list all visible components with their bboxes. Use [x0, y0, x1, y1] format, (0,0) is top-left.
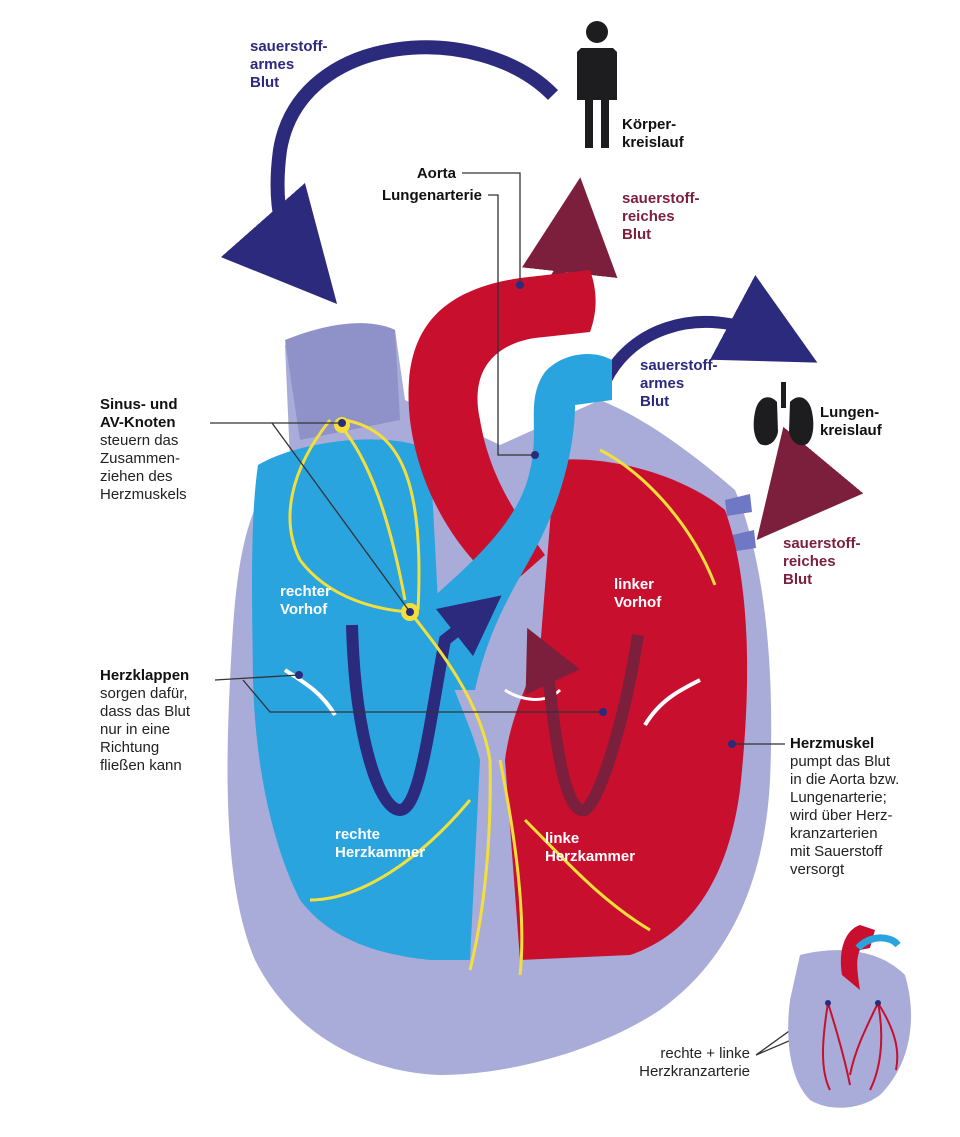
- label-line: kranzarterien: [790, 825, 878, 842]
- label-line: Herzmuskels: [100, 486, 187, 503]
- label-line: armes: [250, 56, 295, 73]
- label-valves: Herzklappen sorgen dafür, dass das Blut …: [100, 667, 190, 775]
- label-line: Blut: [622, 226, 652, 243]
- label-line: sauerstoff-: [783, 535, 861, 552]
- right-flow-arrow: [346, 595, 502, 817]
- leader-dots: [295, 281, 736, 748]
- label-body-poor-blood: sauerstoff- armes Blut: [250, 38, 328, 92]
- label-line: Lungen-: [820, 404, 880, 421]
- label-line: armes: [640, 375, 685, 392]
- label-lung-circuit: Lungen- kreislauf: [820, 404, 882, 440]
- label-line: Vorhof: [280, 601, 328, 618]
- lungs-icon: [753, 382, 814, 446]
- label-line: fließen kann: [100, 757, 182, 774]
- label-line: sauerstoff-: [250, 38, 328, 55]
- label-line: Vorhof: [614, 594, 662, 611]
- label-lung-rich-blood: sauerstoff- reiches Blut: [783, 535, 861, 589]
- label-line: reiches: [622, 208, 675, 225]
- label-line: sauerstoff-: [622, 190, 700, 207]
- label-line: linker: [614, 576, 655, 593]
- label-line: mit Sauerstoff: [790, 843, 883, 860]
- label-line: sorgen dafür,: [100, 685, 188, 702]
- label-line: Herzkranzarterie: [639, 1063, 750, 1080]
- label-line: ziehen des: [100, 468, 173, 485]
- label-line: rechte + linke: [660, 1045, 750, 1062]
- label-line: Blut: [250, 74, 280, 91]
- label-body-circuit: Körper- kreislauf: [622, 116, 684, 152]
- label-line: reiches: [783, 553, 836, 570]
- person-icon: [577, 21, 617, 148]
- label-aorta: Aorta: [416, 165, 456, 182]
- label-right-ventricle: rechte Herzkammer: [335, 826, 425, 862]
- label-line: linke: [545, 830, 580, 847]
- label-line: dass das Blut: [100, 703, 191, 720]
- label-left-ventricle: linke Herzkammer: [545, 830, 635, 866]
- label-line: in die Aorta bzw.: [790, 771, 900, 788]
- label-line: versorgt: [790, 861, 845, 878]
- label-right-atrium: rechter Vorhof: [280, 583, 331, 619]
- label-lung-poor-blood: sauerstoff- armes Blut: [640, 357, 718, 411]
- label-line: sauerstoff-: [640, 357, 718, 374]
- label-heart-muscle: Herzmuskel pumpt das Blut in die Aorta b…: [790, 735, 899, 879]
- conduction-system: [288, 418, 717, 976]
- label-line: Richtung: [100, 739, 160, 756]
- mitral-valve: [643, 678, 701, 727]
- label-line: rechte: [335, 826, 381, 843]
- left-flow-arrow: [525, 627, 644, 817]
- label-body-rich-blood: sauerstoff- reiches Blut: [622, 190, 700, 244]
- coronary-heart-thumbnail: [788, 925, 912, 1108]
- label-line: Körper-: [622, 116, 677, 133]
- label-line: pumpt das Blut: [790, 753, 891, 770]
- label-line: wird über Herz-: [790, 807, 893, 824]
- lung-return-arrow: [756, 426, 864, 540]
- label-line: Herzkammer: [335, 844, 426, 861]
- label-line: Herzklappen: [100, 667, 190, 684]
- label-nodes: Sinus- und AV-Knoten steuern das Zusamme…: [100, 396, 187, 504]
- label-line: Blut: [783, 571, 813, 588]
- label-line: steuern das: [100, 432, 179, 449]
- label-line: rechter: [280, 583, 331, 600]
- label-left-atrium: linker Vorhof: [614, 576, 661, 612]
- label-coronary: rechte + linke Herzkranzarterie: [639, 1045, 750, 1081]
- label-line: Lungenarterie;: [790, 789, 887, 806]
- label-line: nur in eine: [100, 721, 171, 738]
- tricuspid-valve: [283, 668, 337, 717]
- body-return-arrow: [220, 40, 559, 305]
- label-line: AV-Knoten: [100, 414, 176, 431]
- label-pulmonary-artery: Lungenarterie: [381, 187, 482, 204]
- label-line: Sinus- und: [100, 396, 178, 413]
- label-line: Herzmuskel: [790, 735, 875, 752]
- label-line: kreislauf: [820, 422, 882, 439]
- superior-vena-cava: [285, 323, 400, 440]
- label-line: kreislauf: [622, 134, 684, 151]
- label-line: Blut: [640, 393, 670, 410]
- label-line: Herzkammer: [545, 848, 636, 865]
- aorta: [408, 270, 596, 590]
- label-line: Zusammen-: [100, 450, 181, 467]
